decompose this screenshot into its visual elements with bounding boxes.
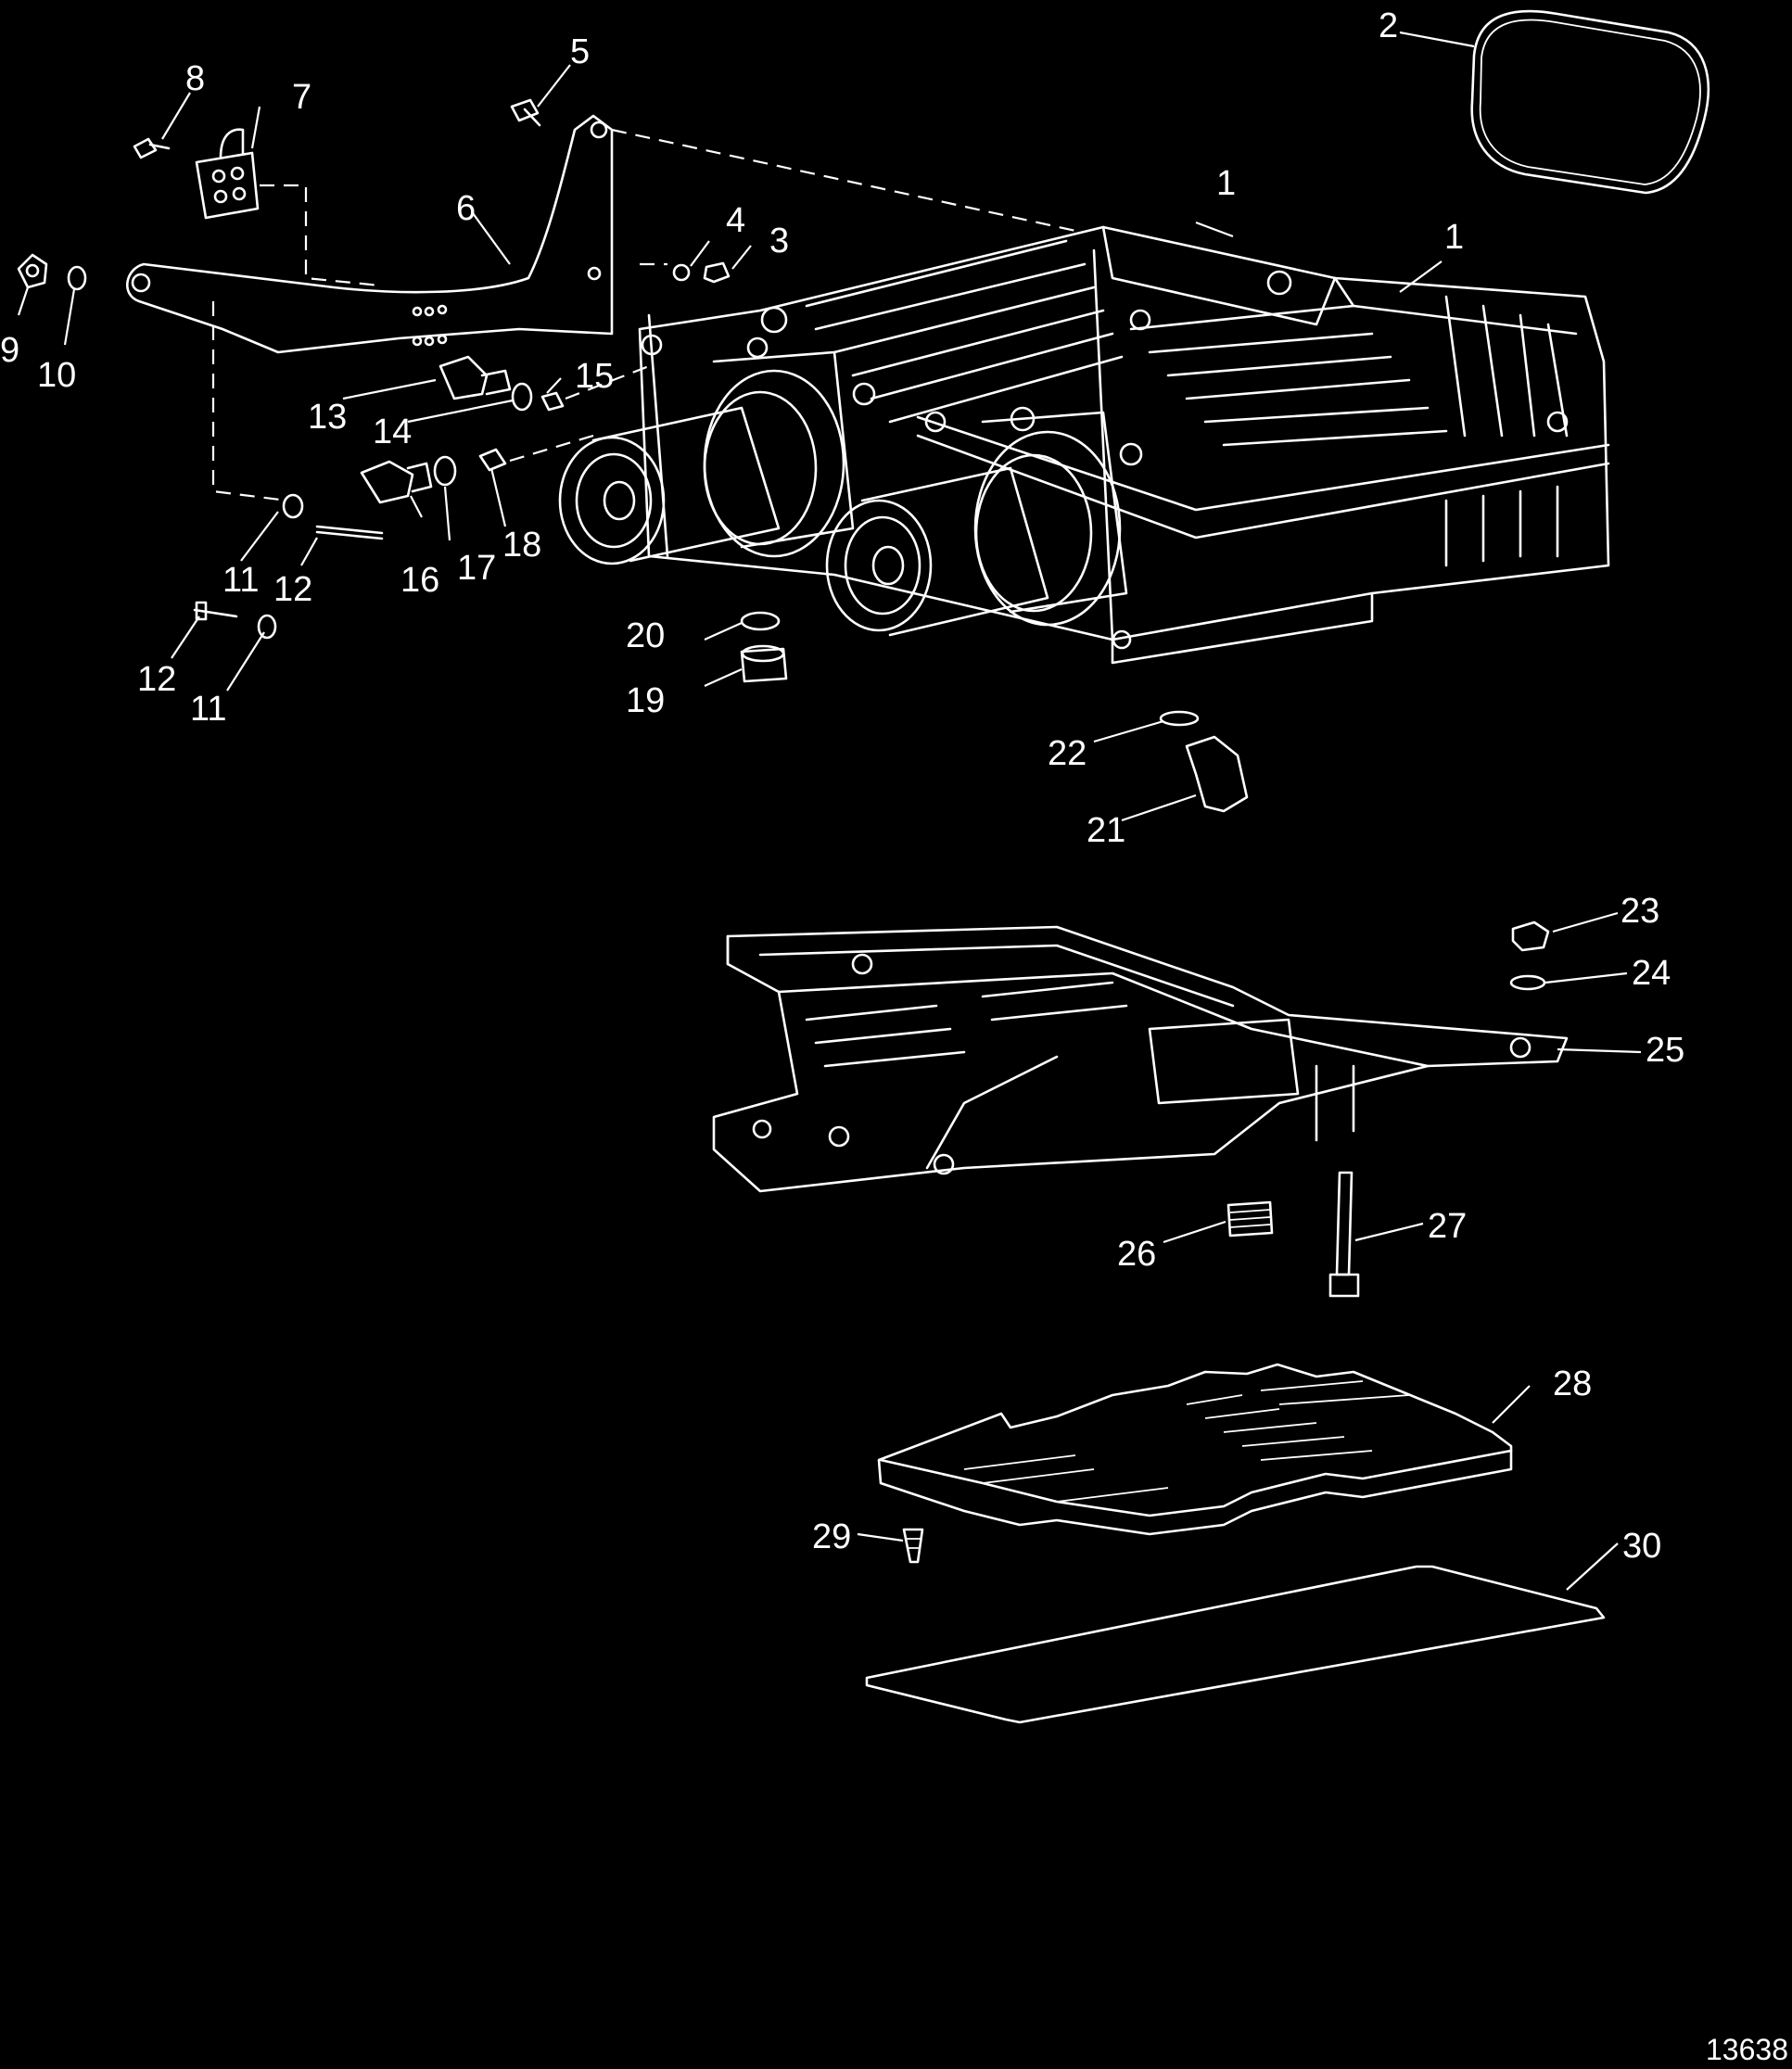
cover-plate (877, 1363, 1513, 1536)
callout-12-lower: 12 (137, 660, 176, 699)
callout-20: 20 (626, 616, 665, 655)
plate-screw (902, 1528, 924, 1564)
callout-9: 9 (0, 331, 19, 370)
callout-1-front: 1 (1216, 164, 1236, 203)
assembly-lines (211, 128, 1081, 502)
callout-25: 25 (1646, 1031, 1684, 1070)
callout-21: 21 (1087, 811, 1125, 850)
callout-27: 27 (1428, 1207, 1467, 1246)
callout-5: 5 (570, 32, 590, 71)
callout-22: 22 (1048, 734, 1087, 773)
callout-29: 29 (812, 1517, 851, 1556)
callout-13: 13 (308, 398, 347, 437)
figure-number: 13638 (1706, 2033, 1788, 2066)
callout-30: 30 (1622, 1527, 1661, 1566)
callout-15: 15 (575, 357, 614, 396)
support-bracket (125, 114, 614, 354)
callout-11-upper: 11 (222, 561, 259, 600)
small-fasteners (17, 98, 1249, 813)
callout-11-lower: 11 (190, 690, 226, 729)
callout-28: 28 (1553, 1365, 1592, 1403)
callout-6: 6 (456, 189, 476, 228)
callout-26: 26 (1117, 1235, 1156, 1274)
callout-19: 19 (626, 681, 665, 720)
callout-10: 10 (37, 356, 76, 395)
callout-2: 2 (1379, 6, 1398, 45)
callout-3: 3 (769, 222, 789, 260)
housing-fasteners (1226, 920, 1550, 1298)
wiring-connector (195, 128, 260, 220)
callout-18: 18 (502, 526, 541, 565)
callout-23: 23 (1620, 892, 1659, 931)
flat-gasket (865, 1565, 1606, 1724)
callout-1-rear: 1 (1444, 218, 1464, 257)
supercharger-assembly (558, 225, 1610, 665)
callout-labels: 1 1 2 3 4 5 6 7 8 9 10 11 11 12 12 13 14… (0, 6, 1788, 2066)
callout-4: 4 (726, 201, 745, 240)
callout-24: 24 (1632, 954, 1671, 993)
callout-17: 17 (457, 549, 496, 588)
oval-gasket (1470, 9, 1710, 195)
callout-12-upper: 12 (273, 570, 312, 609)
leader-lines (17, 31, 1642, 1591)
callout-7: 7 (292, 78, 311, 117)
callout-14: 14 (373, 413, 412, 451)
intercooler-housing (712, 925, 1569, 1193)
callout-8: 8 (185, 59, 205, 98)
callout-16: 16 (400, 561, 439, 600)
